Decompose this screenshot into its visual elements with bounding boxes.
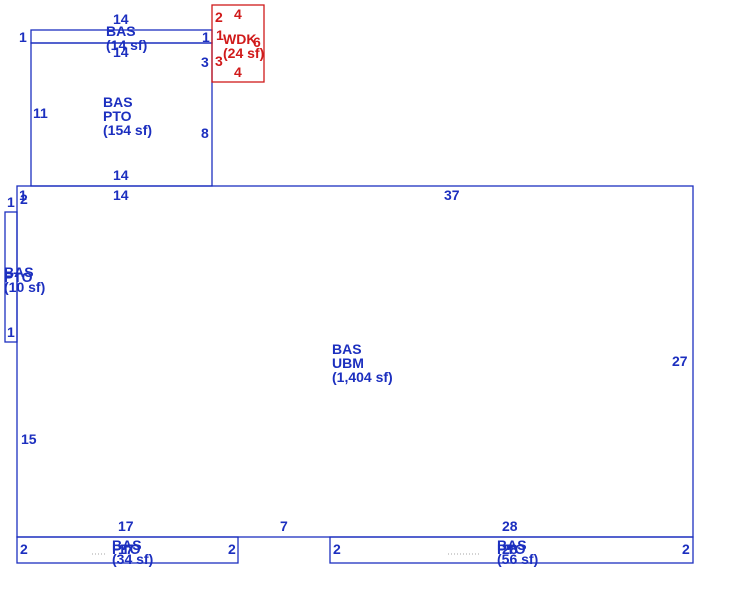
wdk-code: WDK (223, 31, 256, 47)
bottom-right-area: (56 sf) (497, 551, 538, 567)
top-strip-code: BAS (106, 23, 136, 39)
dim-top-strip-right: 1 (202, 29, 210, 45)
wdk-outline (211, 4, 265, 83)
dim-left-strip-top: 1 (7, 194, 15, 210)
pto-area: (154 sf) (103, 122, 152, 138)
dim-left-strip-bottom: 1 (7, 324, 15, 340)
dim-bl-left: 2 (20, 541, 28, 557)
left-strip-code: BAS (4, 264, 34, 280)
dim-pto-bottom: 14 (113, 167, 129, 183)
dim-wdk-left-mid: 1 (216, 27, 224, 43)
top-strip-area: (14 sf) (106, 37, 147, 53)
dim-br-left: 2 (333, 541, 341, 557)
wdk-area: (24 sf) (223, 45, 264, 61)
pto-code: BAS (103, 94, 133, 110)
left-strip-area: (10 sf) (4, 279, 45, 295)
dim-ubm-right: 27 (672, 353, 688, 369)
bottom-right-code: BAS (497, 537, 527, 553)
ubm-type: UBM (332, 355, 364, 371)
dim-bottom-right-bottom: 28 (502, 541, 518, 557)
dim-ubm-top-left: 14 (113, 187, 129, 203)
dim-wdk-right: 6 (253, 34, 261, 50)
ubm-code: BAS (332, 341, 362, 357)
dim-pto-left: 11 (33, 105, 48, 121)
bottom-left-type: PTO (112, 541, 141, 557)
dim-ubm-left: 15 (21, 431, 37, 447)
bas-bottom-right-outline (329, 536, 694, 564)
dim-top-strip-top: 14 (113, 11, 129, 27)
dim-ubm-bottom-left: 17 (118, 518, 134, 534)
dim-wdk-left-top: 2 (215, 9, 223, 25)
ubm-area: (1,404 sf) (332, 369, 393, 385)
dim-wdk-top: 4 (234, 6, 242, 22)
bottom-left-area: (34 sf) (112, 551, 153, 567)
dim-corner-1: 1 (19, 187, 27, 203)
dim-bottom-left-bottom: 17 (118, 541, 134, 557)
dim-wdk-bottom: 4 (234, 64, 242, 80)
dim-bl-right: 2 (228, 541, 236, 557)
dim-wdk-left-low: 3 (215, 53, 223, 69)
left-strip-type: PTO (4, 269, 33, 285)
bottom-right-type: PTO (497, 541, 526, 557)
dim-pto-right-upper: 3 (201, 54, 209, 70)
dim-top-strip-left: 1 (19, 29, 27, 45)
dim-ubm-bottom-right: 28 (502, 518, 518, 534)
dim-corner-2: 2 (20, 191, 28, 207)
bottom-left-code: BAS (112, 537, 142, 553)
dim-pto-right: 8 (201, 125, 209, 141)
dim-ubm-top-right: 37 (444, 187, 460, 203)
dim-br-right: 2 (682, 541, 690, 557)
bas-bottom-left-outline (16, 536, 239, 564)
pto-type: PTO (103, 108, 132, 124)
dim-top-strip-bottom: 14 (113, 44, 129, 60)
dim-ubm-bottom-mid: 7 (280, 518, 288, 534)
